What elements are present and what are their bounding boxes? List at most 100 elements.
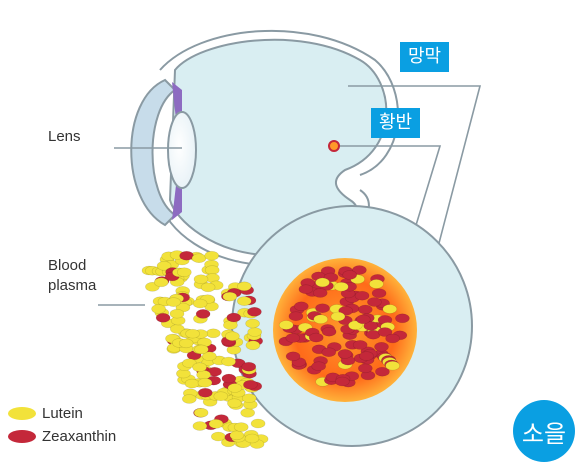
lutein-dot xyxy=(204,250,219,261)
lutein-dot xyxy=(247,327,262,337)
lutein-dot xyxy=(245,318,260,329)
zeaxanthin-dot xyxy=(243,379,258,390)
lutein-swatch xyxy=(8,407,36,420)
lutein-dot xyxy=(222,291,238,302)
legend-label-zeaxanthin: Zeaxanthin xyxy=(42,428,117,445)
retina-pigments xyxy=(220,265,410,398)
zeaxanthin-dot xyxy=(179,250,194,261)
lutein-dot xyxy=(166,297,181,307)
lutein-dot xyxy=(192,298,208,309)
zeaxanthin-dot xyxy=(375,366,390,377)
lutein-dot xyxy=(193,274,209,285)
zeaxanthin-dot xyxy=(334,376,350,387)
lutein-dot xyxy=(245,340,261,351)
lutein-dot xyxy=(184,378,200,389)
zeaxanthin-dot xyxy=(198,387,213,398)
lutein-dot xyxy=(244,433,260,444)
lutein-dot xyxy=(197,377,213,388)
lutein-dot xyxy=(348,320,363,331)
zeaxanthin-dot xyxy=(363,321,379,331)
lutein-dot xyxy=(227,398,242,409)
lutein-dot xyxy=(192,362,207,373)
lutein-dot xyxy=(330,311,346,322)
zeaxanthin-dot xyxy=(226,312,242,323)
zeaxanthin-dot xyxy=(298,284,314,295)
zeaxanthin-dot xyxy=(288,311,304,322)
zeaxanthin-dot xyxy=(374,341,389,352)
lutein-dot xyxy=(237,296,252,306)
lutein-dot xyxy=(191,253,207,264)
legend-lutein: Lutein xyxy=(8,405,83,422)
zeaxanthin-dot xyxy=(357,304,373,315)
lutein-dot xyxy=(315,277,330,288)
macula-point xyxy=(328,140,340,152)
lutein-dot xyxy=(192,421,208,431)
zeaxanthin-dot xyxy=(355,314,371,325)
zeaxanthin-dot xyxy=(367,297,382,307)
zeaxanthin-dot xyxy=(241,361,257,372)
legend-label-lutein: Lutein xyxy=(42,405,83,422)
zeaxanthin-dot xyxy=(342,270,358,280)
zeaxanthin-dot xyxy=(285,333,301,343)
zeaxanthin-dot xyxy=(221,373,237,384)
lutein-dot xyxy=(225,331,240,342)
lens-label: Lens xyxy=(48,128,81,145)
retina-tag: 망막 xyxy=(400,42,450,72)
lutein-dot xyxy=(206,328,221,339)
lutein-dot xyxy=(278,320,294,330)
legend-zeaxanthin: Zeaxanthin xyxy=(8,428,116,445)
lutein-dot xyxy=(178,338,194,349)
lutein-dot xyxy=(385,360,400,371)
lutein-dot xyxy=(237,281,252,292)
zeaxanthin-dot xyxy=(354,290,370,301)
zeaxanthin-swatch xyxy=(8,430,36,443)
zeaxanthin-dot xyxy=(337,349,353,359)
lutein-dot xyxy=(151,304,166,314)
zeaxanthin-dot xyxy=(321,347,337,358)
lutein-dot xyxy=(250,418,266,429)
lutein-dot xyxy=(208,418,224,429)
lutein-dot xyxy=(233,422,249,432)
eyeball xyxy=(159,29,399,267)
lutein-dot xyxy=(153,277,169,288)
zeaxanthin-dot xyxy=(357,363,373,374)
macula-tag: 황반 xyxy=(371,108,421,138)
lutein-dot xyxy=(382,304,398,314)
lutein-dot xyxy=(185,328,200,339)
zeaxanthin-dot xyxy=(385,333,400,344)
lutein-dot xyxy=(182,394,197,404)
zeaxanthin-dot xyxy=(352,340,368,350)
lutein-dot xyxy=(333,281,349,292)
zeaxanthin-dot xyxy=(155,312,171,323)
lutein-dot xyxy=(200,282,216,293)
zeaxanthin-dot xyxy=(377,327,393,337)
zeaxanthin-dot xyxy=(321,326,337,337)
lens xyxy=(167,111,197,189)
lutein-dot xyxy=(229,430,245,441)
zeaxanthin-dot xyxy=(311,361,327,372)
zeaxanthin-dot xyxy=(395,313,410,324)
lutein-dot xyxy=(369,279,384,289)
zeaxanthin-dot xyxy=(308,332,324,343)
lutein-dot xyxy=(240,407,255,418)
cornea xyxy=(130,78,177,227)
lutein-dot xyxy=(193,407,209,418)
lutein-dot xyxy=(156,260,172,271)
lutein-dot xyxy=(169,308,185,319)
brand-logo: 소을 xyxy=(513,400,575,462)
blood-plasma-label: Blood plasma xyxy=(48,257,97,294)
zeaxanthin-dot xyxy=(359,351,374,361)
zeaxanthin-dot xyxy=(371,288,387,299)
lutein-dot xyxy=(313,314,329,325)
lutein-dot xyxy=(202,351,217,362)
zeaxanthin-dot xyxy=(247,306,262,317)
lutein-dot xyxy=(194,344,209,355)
lutein-dot xyxy=(227,383,243,393)
lutein-dot xyxy=(221,356,236,367)
zeaxanthin-dot xyxy=(293,301,309,312)
blood-plasma-pigments xyxy=(141,250,269,449)
lutein-dot xyxy=(213,391,229,402)
zeaxanthin-dot xyxy=(285,351,301,362)
